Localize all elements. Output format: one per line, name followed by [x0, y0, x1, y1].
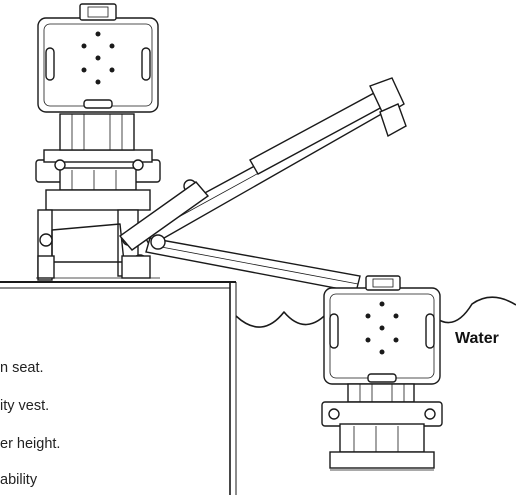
note-line-4: ability: [0, 472, 38, 488]
boom-arm-lowered: [118, 181, 361, 293]
pool-deck: [0, 281, 237, 495]
upper-seat: [37, 3, 159, 113]
note-line-2: ity vest.: [0, 398, 50, 414]
note-line-3: er height.: [0, 436, 61, 452]
boom-arm-raised: [139, 77, 407, 247]
lower-seat: [321, 275, 443, 471]
water-label: Water: [455, 330, 499, 347]
note-line-1: n seat.: [0, 360, 44, 376]
lift-base: [35, 113, 161, 281]
